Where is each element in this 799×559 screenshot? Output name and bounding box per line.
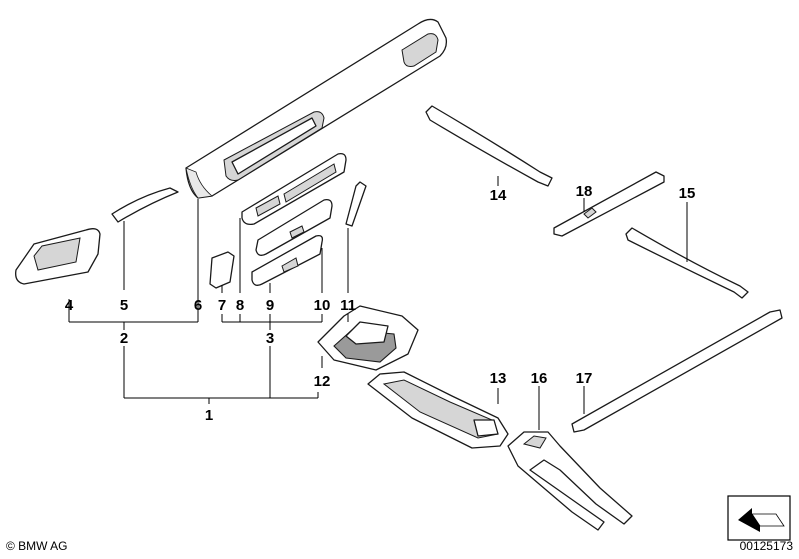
part-door-trim-strip-lower[interactable] xyxy=(625,227,749,299)
part-left-vent-trim[interactable] xyxy=(15,228,101,285)
part-middle-trim-strip[interactable] xyxy=(255,198,333,256)
part-lower-trim-strip[interactable] xyxy=(251,234,324,286)
leader-lines xyxy=(68,176,688,430)
callout-labels: 1 2 3 4 5 6 7 8 9 10 11 12 13 14 15 16 1… xyxy=(65,183,696,424)
callout-17: 17 xyxy=(576,370,593,387)
part-long-diagonal-trim[interactable] xyxy=(571,309,783,433)
part-center-vent-trim[interactable] xyxy=(241,152,347,226)
callout-15: 15 xyxy=(679,185,696,202)
callout-11: 11 xyxy=(340,297,356,314)
part-narrow-side-trim[interactable] xyxy=(345,181,367,227)
callout-18: 18 xyxy=(576,183,593,200)
copyright-text: © BMW AG xyxy=(6,539,68,553)
callout-4: 4 xyxy=(65,297,74,314)
part-small-cover-panel[interactable] xyxy=(209,251,235,289)
callout-7: 7 xyxy=(218,297,226,314)
part-slim-curved-trim[interactable] xyxy=(111,187,179,223)
callout-10: 10 xyxy=(314,297,331,314)
callout-9: 9 xyxy=(266,297,274,314)
callout-12: 12 xyxy=(314,373,331,390)
part-console-upper-bezel[interactable] xyxy=(317,305,419,371)
callout-3: 3 xyxy=(266,330,274,347)
callout-5: 5 xyxy=(120,297,128,314)
callout-14: 14 xyxy=(490,187,507,204)
callout-2: 2 xyxy=(120,330,128,347)
part-gear-shift-frame[interactable] xyxy=(507,431,633,531)
diagram-reference-number: 00125173 xyxy=(739,539,793,553)
callout-1: 1 xyxy=(205,407,213,424)
callout-6: 6 xyxy=(194,297,202,314)
part-door-trim-strip-upper[interactable] xyxy=(425,105,553,187)
callout-8: 8 xyxy=(236,297,244,314)
callout-13: 13 xyxy=(490,370,507,387)
part-dashboard-trim[interactable] xyxy=(185,18,448,199)
callout-16: 16 xyxy=(531,370,548,387)
part-console-frame[interactable] xyxy=(367,371,509,449)
part-sill-strip[interactable] xyxy=(553,171,665,237)
orientation-arrow-icon xyxy=(727,495,791,541)
